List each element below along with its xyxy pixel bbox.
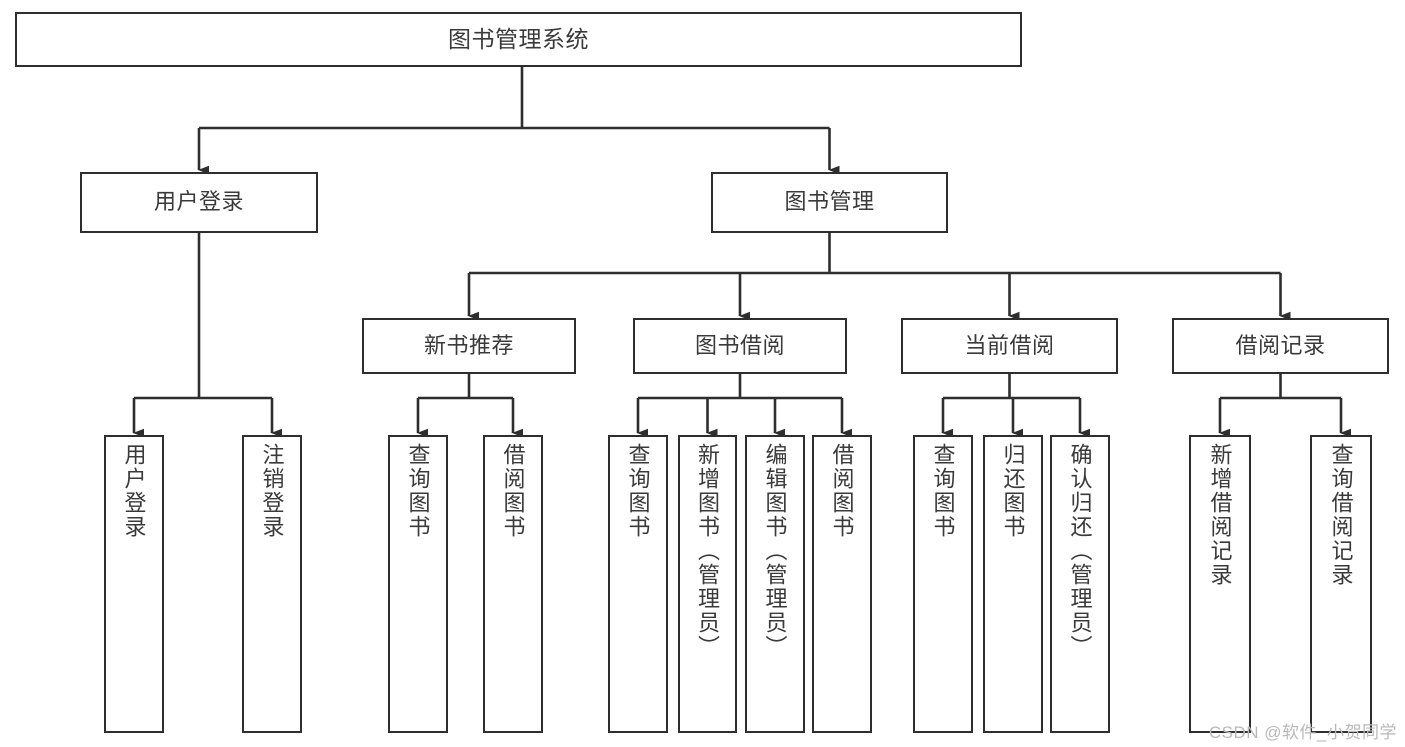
node-leaf-return-book[interactable]: 归还图书 [983, 435, 1043, 733]
node-leaf-query-book-2[interactable]: 查询图书 [608, 435, 668, 733]
node-label: 新书推荐 [423, 332, 514, 358]
node-new-book-recommend[interactable]: 新书推荐 [362, 318, 576, 374]
node-user-login[interactable]: 用户登录 [80, 172, 318, 233]
node-label-vertical: 查询图书 [930, 443, 956, 539]
node-label-vertical: 编辑图书（管理员） [762, 443, 788, 659]
node-label-vertical: 注销登录 [259, 443, 285, 539]
node-label-vertical: 借阅图书 [500, 443, 526, 539]
node-label: 用户登录 [153, 189, 244, 215]
node-borrow-record[interactable]: 借阅记录 [1172, 318, 1389, 374]
node-current-borrow[interactable]: 当前借阅 [901, 318, 1118, 374]
node-leaf-edit-book[interactable]: 编辑图书（管理员） [745, 435, 805, 733]
node-label-vertical: 归还图书 [1000, 443, 1026, 539]
node-label-vertical: 借阅图书 [829, 443, 855, 539]
node-label-vertical: 确认归还（管理员） [1067, 443, 1093, 659]
node-leaf-borrow-book-2[interactable]: 借阅图书 [812, 435, 872, 733]
node-label: 图书管理 [784, 189, 875, 215]
node-book-manage[interactable]: 图书管理 [711, 172, 948, 233]
node-root[interactable]: 图书管理系统 [15, 12, 1022, 67]
node-label-vertical: 新增借阅记录 [1207, 443, 1233, 587]
node-label-vertical: 新增图书（管理员） [695, 443, 721, 659]
node-leaf-add-book[interactable]: 新增图书（管理员） [678, 435, 737, 733]
node-label-vertical: 用户登录 [121, 443, 147, 539]
node-leaf-confirm-return[interactable]: 确认归还（管理员） [1050, 435, 1110, 733]
node-label-vertical: 查询图书 [405, 443, 431, 539]
node-label: 图书管理系统 [448, 25, 589, 52]
node-leaf-query-book-1[interactable]: 查询图书 [388, 435, 448, 733]
node-book-borrow[interactable]: 图书借阅 [633, 318, 847, 374]
node-leaf-query-record[interactable]: 查询借阅记录 [1310, 435, 1372, 733]
node-leaf-add-record[interactable]: 新增借阅记录 [1189, 435, 1251, 733]
node-leaf-user-logout[interactable]: 注销登录 [242, 435, 302, 733]
node-leaf-query-book-3[interactable]: 查询图书 [913, 435, 973, 733]
watermark-credit: CSDN @软件_小贺同学 [1208, 723, 1397, 742]
node-label: 借阅记录 [1235, 332, 1326, 358]
node-leaf-borrow-book-1[interactable]: 借阅图书 [483, 435, 543, 733]
node-label-vertical: 查询借阅记录 [1328, 443, 1354, 587]
node-leaf-user-login[interactable]: 用户登录 [104, 435, 164, 733]
node-label: 当前借阅 [964, 332, 1055, 358]
node-label-vertical: 查询图书 [625, 443, 651, 539]
node-label: 图书借阅 [694, 332, 785, 358]
